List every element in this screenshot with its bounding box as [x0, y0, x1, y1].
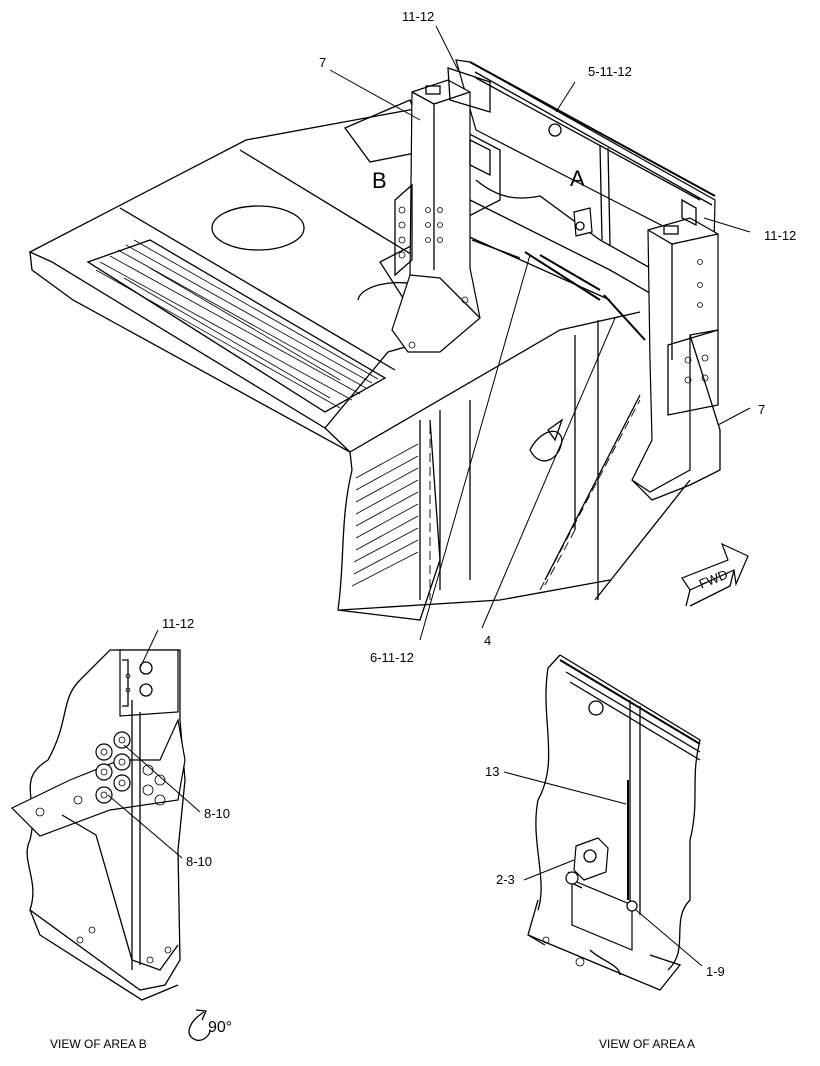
deck-cutout-1 — [211, 205, 305, 251]
detail-b-callout-11-12: 11-12 — [162, 616, 194, 631]
detail-b-callout-8-10-upper: 8-10 — [204, 806, 230, 821]
detail-a-callout-2-3: 2-3 — [496, 872, 515, 887]
latch-area-a — [471, 207, 601, 291]
detail-b-bolts — [95, 731, 166, 806]
lower-body — [337, 320, 691, 621]
fwd-arrow-icon: FWD — [681, 542, 749, 607]
callout-4: 4 — [484, 633, 491, 648]
detail-a-callout-1-9: 1-9 — [706, 964, 725, 979]
deck-seam-1 — [119, 207, 396, 371]
main-assembly: FWD — [28, 59, 749, 621]
right-post — [631, 198, 721, 501]
detail-a-latch — [565, 837, 609, 889]
callout-7-top: 7 — [319, 55, 326, 70]
callout-5-11-12: 5-11-12 — [588, 64, 632, 79]
main-leaders — [329, 25, 751, 641]
rotation-label: 90° — [208, 1019, 232, 1036]
rotate-90-icon: 90° — [188, 1009, 232, 1042]
deck-front-edge — [29, 251, 353, 471]
callout-11-12-right: 11-12 — [764, 228, 796, 243]
caption-view-b: VIEW OF AREA B — [50, 1037, 147, 1051]
brace-6 — [524, 251, 601, 301]
deck-corner — [324, 427, 351, 453]
caption-view-a: VIEW OF AREA A — [599, 1037, 695, 1051]
callout-6-11-12: 6-11-12 — [370, 650, 414, 665]
area-a-marker: A — [570, 166, 585, 191]
deck-right-edge — [349, 311, 641, 453]
callout-11-12-top: 11-12 — [402, 9, 434, 24]
detail-b-callout-8-10-lower: 8-10 — [186, 854, 212, 869]
deck-top — [28, 107, 501, 429]
detail-a-callout-13: 13 — [485, 764, 499, 779]
callout-7-right: 7 — [758, 402, 765, 417]
brace-4 — [603, 294, 646, 341]
deck-grille — [86, 239, 387, 413]
detail-view-a — [503, 654, 703, 991]
detail-view-b — [10, 629, 201, 1001]
left-post — [391, 67, 491, 353]
area-b-marker: B — [372, 168, 387, 193]
